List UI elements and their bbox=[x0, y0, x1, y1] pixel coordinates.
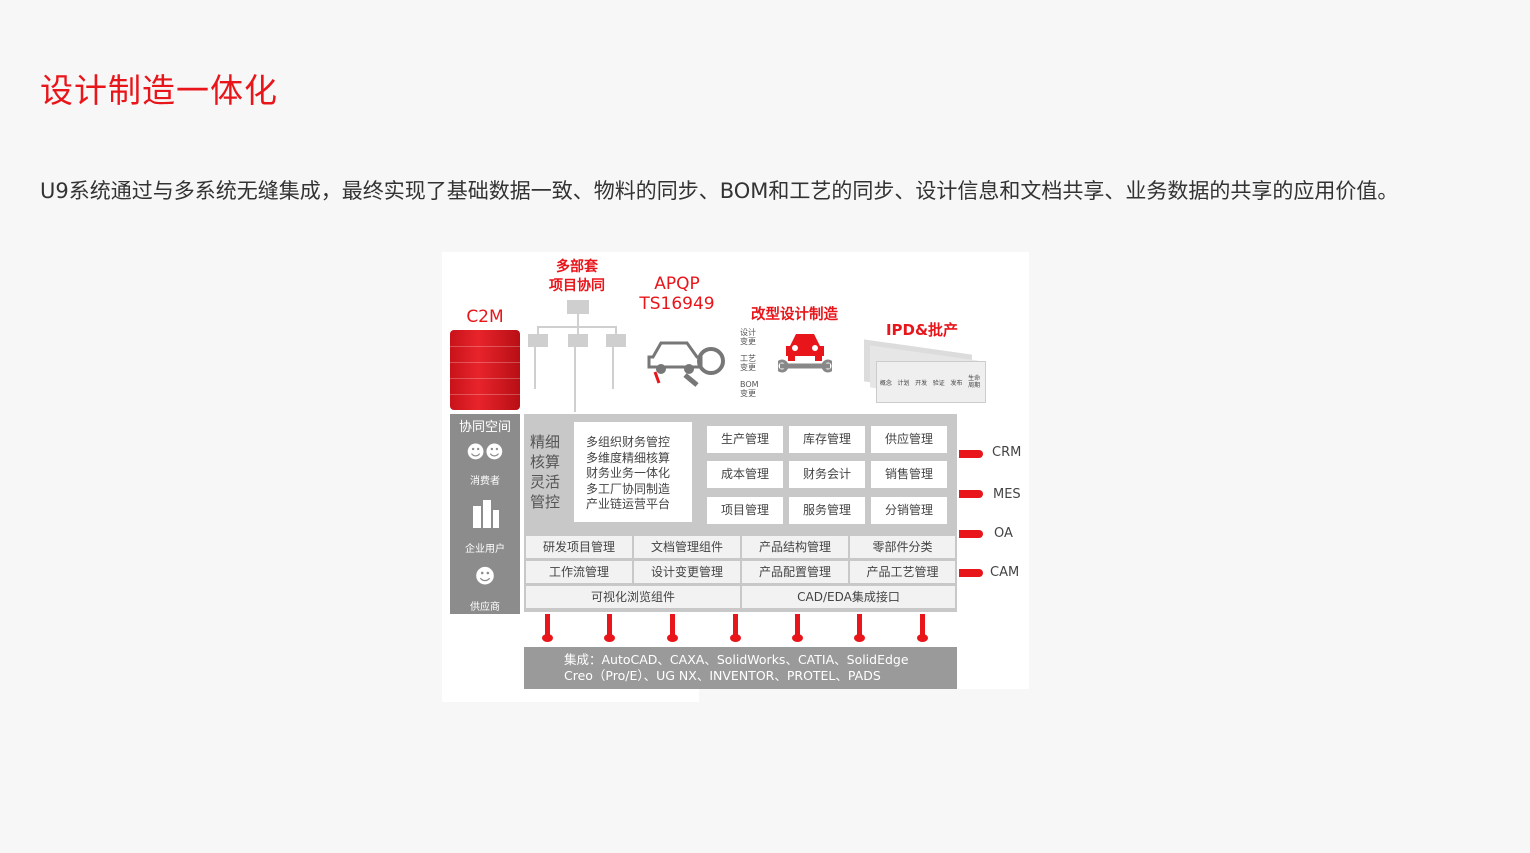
ipd-stage: 验证 bbox=[932, 379, 945, 387]
page-title: 设计制造一体化 bbox=[40, 71, 278, 110]
consumers-label: 消费者 bbox=[470, 476, 500, 487]
c2m-label: C2M bbox=[466, 307, 504, 327]
plm-item: 可视化浏览组件 bbox=[526, 586, 740, 608]
consumers-icon: ☻☻ bbox=[466, 442, 504, 463]
system-cam: CAM bbox=[990, 565, 1020, 580]
apqp-label: APQP TS16949 bbox=[639, 274, 715, 314]
ipd-stage: 生命周期 bbox=[968, 375, 981, 389]
integration-line: 集成：AutoCAD、CAXA、SolidWorks、CATIA、SolidEd… bbox=[564, 652, 909, 667]
plm-item: 研发项目管理 bbox=[526, 536, 632, 558]
module-production: 生产管理 bbox=[707, 426, 783, 453]
module-distribution: 分销管理 bbox=[871, 497, 947, 524]
module-service: 服务管理 bbox=[789, 497, 865, 524]
plm-item: 文档管理组件 bbox=[634, 536, 740, 558]
ipd-label: IPD&批产 bbox=[885, 321, 959, 339]
plm-item: 产品配置管理 bbox=[742, 561, 848, 583]
module-supply: 供应管理 bbox=[871, 426, 947, 453]
plm-item: CAD/EDA集成接口 bbox=[742, 586, 955, 608]
oa-connector bbox=[959, 530, 983, 538]
module-inventory: 库存管理 bbox=[789, 426, 865, 453]
plm-item: 产品结构管理 bbox=[742, 536, 848, 558]
core-features-box: 多组织财务管控 多维度精细核算 财务业务一体化 多工厂协同制造 产业链运营平台 bbox=[574, 422, 692, 522]
integration-pin bbox=[667, 614, 678, 642]
erp-core-panel: 精细 核算 灵活 管控 多组织财务管控 多维度精细核算 财务业务一体化 多工厂协… bbox=[524, 414, 957, 612]
core-feature: 多组织财务管控 bbox=[586, 435, 671, 449]
collaboration-space-column: 协同空间 ☻☻ 消费者 企业用户 ☻ 供应商 bbox=[450, 414, 520, 614]
plm-item: 工作流管理 bbox=[526, 561, 632, 583]
plm-item: 设计变更管理 bbox=[634, 561, 740, 583]
core-side-label: 精细 核算 灵活 管控 bbox=[530, 433, 561, 511]
integration-pin bbox=[854, 614, 865, 642]
ipd-stage-stack: 概念 计划 开发 验证 发布 生命周期 bbox=[864, 339, 986, 405]
core-feature: 产业链运营平台 bbox=[586, 497, 671, 511]
collab-space-header: 协同空间 bbox=[458, 420, 511, 435]
ipd-stage: 开发 bbox=[915, 379, 928, 387]
module-sales: 销售管理 bbox=[871, 461, 947, 488]
enterprise-user-label: 企业用户 bbox=[465, 544, 505, 555]
change-item: 设计变更 bbox=[740, 328, 756, 346]
suppliers-label: 供应商 bbox=[470, 602, 500, 613]
change-item: 工艺变更 bbox=[740, 354, 756, 372]
system-crm: CRM bbox=[992, 445, 1022, 460]
system-oa: OA bbox=[994, 526, 1013, 541]
plm-item: 产品工艺管理 bbox=[850, 561, 955, 583]
suppliers-icon: ☻ bbox=[474, 564, 496, 588]
car-wrench-icon bbox=[778, 334, 832, 373]
multi-dept-label: 多部套 项目协同 bbox=[549, 259, 605, 294]
cam-connector bbox=[959, 569, 983, 577]
core-feature: 多维度精细核算 bbox=[586, 450, 671, 465]
ipd-stage: 计划 bbox=[897, 379, 910, 387]
plm-item: 零部件分类 bbox=[850, 536, 955, 558]
integration-pin bbox=[917, 614, 928, 642]
c2m-cube-icon bbox=[450, 330, 520, 410]
core-feature: 多工厂协同制造 bbox=[586, 481, 671, 496]
core-feature: 财务业务一体化 bbox=[586, 466, 671, 480]
system-mes: MES bbox=[993, 487, 1021, 502]
module-finance: 财务会计 bbox=[789, 461, 865, 488]
building-icon bbox=[450, 500, 520, 532]
ipd-stage: 发布 bbox=[950, 379, 963, 387]
integration-pin bbox=[542, 614, 553, 642]
integration-pin bbox=[604, 614, 615, 642]
mes-connector bbox=[959, 490, 983, 498]
module-cost: 成本管理 bbox=[707, 461, 783, 488]
integration-line: Creo（Pro/E）、UG NX、INVENTOR、PROTEL、PADS bbox=[564, 668, 881, 683]
description-text: U9系统通过与多系统无缝集成，最终实现了基础数据一致、物料的同步、BOM和工艺的… bbox=[40, 179, 1399, 203]
car-repair-icon bbox=[647, 341, 725, 387]
integration-pin bbox=[730, 614, 741, 642]
ipd-stage: 概念 bbox=[879, 379, 892, 387]
integration-bar: 集成：AutoCAD、CAXA、SolidWorks、CATIA、SolidEd… bbox=[524, 647, 957, 689]
crm-connector bbox=[959, 450, 983, 458]
integration-pin bbox=[792, 614, 803, 642]
redesign-label: 改型设计制造 bbox=[751, 307, 838, 323]
module-project: 项目管理 bbox=[707, 497, 783, 524]
architecture-diagram: C2M 多部套 项目协同 APQP TS16949 改型设计制造 设计变更 bbox=[442, 252, 1029, 702]
